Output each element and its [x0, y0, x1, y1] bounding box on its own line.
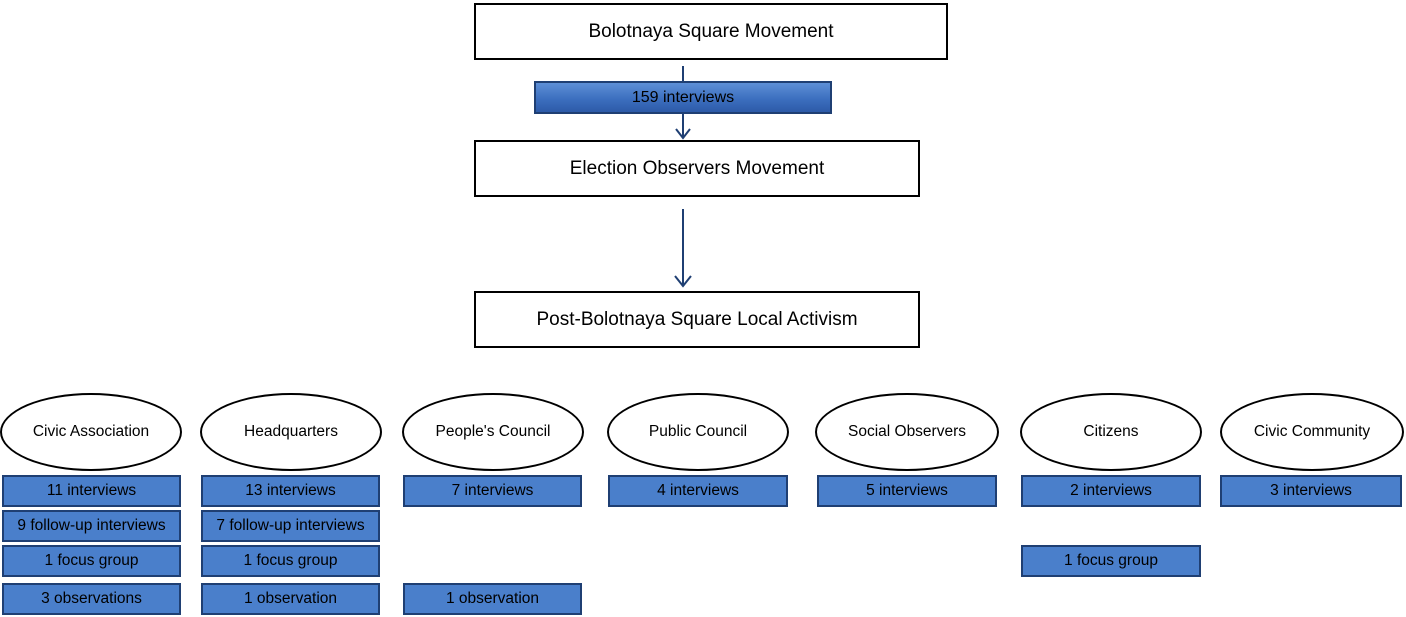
- group-ellipse-peoples-council: People's Council: [402, 393, 584, 471]
- item-label: 1 focus group: [243, 552, 338, 569]
- group-label: People's Council: [435, 423, 551, 440]
- social-observers-item-1: 5 interviews: [817, 475, 997, 507]
- headquarters-item-1: 13 interviews: [201, 475, 380, 507]
- group-label: Social Observers: [847, 423, 966, 440]
- group-ellipse-civic-association: Civic Association: [0, 393, 182, 471]
- civic-association-item-3: 1 focus group: [2, 545, 181, 577]
- peoples-council-item-1: 7 interviews: [403, 475, 582, 507]
- headquarters-item-4: 1 observation: [201, 583, 380, 615]
- arrowhead-bottom: [674, 275, 692, 288]
- group-label: Public Council: [648, 423, 748, 440]
- headquarters-item-3: 1 focus group: [201, 545, 380, 577]
- group-ellipse-civic-community: Civic Community: [1220, 393, 1404, 471]
- arrowhead-middle: [675, 128, 691, 140]
- item-label: 13 interviews: [245, 482, 336, 499]
- group-ellipse-social-observers: Social Observers: [815, 393, 999, 471]
- flow-top-box: Bolotnaya Square Movement: [474, 3, 948, 60]
- flow-middle-label: Election Observers Movement: [569, 157, 825, 179]
- item-label: 1 observation: [243, 590, 338, 607]
- citizens-item-1: 2 interviews: [1021, 475, 1201, 507]
- public-council-item-1: 4 interviews: [608, 475, 788, 507]
- item-label: 5 interviews: [866, 482, 948, 499]
- flow-middle-box: Election Observers Movement: [474, 140, 920, 197]
- item-label: 7 interviews: [451, 482, 534, 499]
- group-label: Civic Association: [32, 423, 150, 440]
- civic-community-item-1: 3 interviews: [1220, 475, 1402, 507]
- flow-bottom-label: Post-Bolotnaya Square Local Activism: [536, 308, 858, 330]
- group-label: Civic Community: [1253, 423, 1371, 440]
- civic-association-item-4: 3 observations: [2, 583, 181, 615]
- item-label: 2 interviews: [1070, 482, 1152, 499]
- item-label: 1 focus group: [1064, 552, 1158, 569]
- group-label: Headquarters: [244, 423, 338, 440]
- civic-association-item-1: 11 interviews: [2, 475, 181, 507]
- item-label: 1 focus group: [44, 552, 139, 569]
- item-label: 3 interviews: [1270, 482, 1352, 499]
- group-label: Citizens: [1083, 423, 1139, 440]
- interview-count-label: 159 interviews: [631, 88, 735, 106]
- item-label: 4 interviews: [657, 482, 739, 499]
- citizens-item-2: 1 focus group: [1021, 545, 1201, 577]
- item-label: 9 follow-up interviews: [17, 517, 166, 534]
- item-label: 7 follow-up interviews: [216, 517, 365, 534]
- group-ellipse-headquarters: Headquarters: [200, 393, 382, 471]
- civic-association-item-2: 9 follow-up interviews: [2, 510, 181, 542]
- item-label: 1 observation: [445, 590, 540, 607]
- item-label: 3 observations: [41, 590, 142, 607]
- peoples-council-item-2: 1 observation: [403, 583, 582, 615]
- interview-count-pill: 159 interviews: [534, 81, 832, 114]
- flow-top-label: Bolotnaya Square Movement: [588, 20, 834, 42]
- flow-bottom-box: Post-Bolotnaya Square Local Activism: [474, 291, 920, 348]
- group-ellipse-citizens: Citizens: [1020, 393, 1202, 471]
- headquarters-item-2: 7 follow-up interviews: [201, 510, 380, 542]
- group-ellipse-public-council: Public Council: [607, 393, 789, 471]
- item-label: 11 interviews: [46, 482, 137, 499]
